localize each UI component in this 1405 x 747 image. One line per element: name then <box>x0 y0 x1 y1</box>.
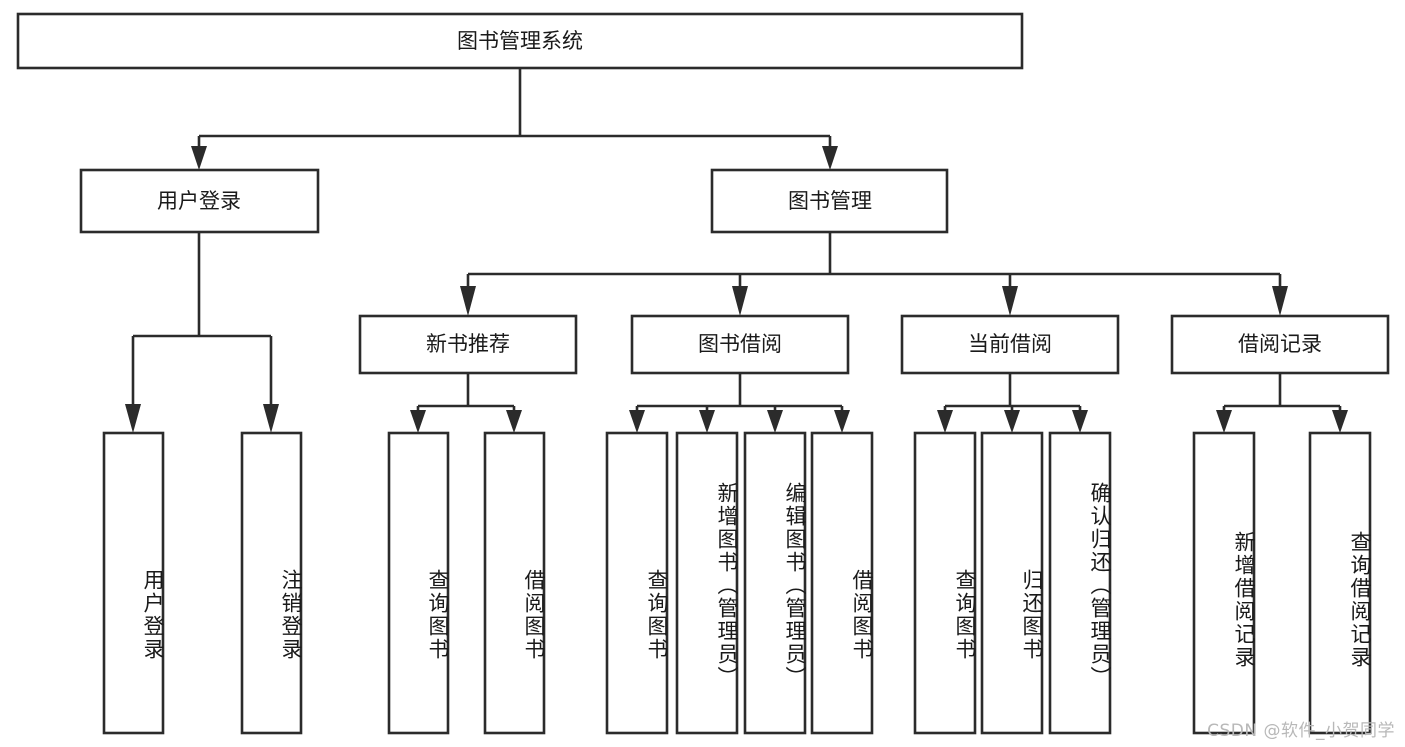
arrow-head-borrow-records <box>1272 286 1288 316</box>
node-current-borrow-label: 当前借阅 <box>968 332 1052 356</box>
node-leaf-nbr-2-box[interactable] <box>483 431 546 735</box>
node-leaf-user-login-1-box[interactable] <box>102 431 165 735</box>
arrow-head-current-borrow <box>1002 286 1018 316</box>
node-leaf-br-1-box[interactable] <box>1192 431 1256 735</box>
node-current-borrow-box[interactable] <box>900 314 1120 375</box>
arrow-head-book-borrow <box>732 286 748 316</box>
node-leaf-br-2-box[interactable] <box>1308 431 1372 735</box>
node-root-label: 图书管理系统 <box>457 29 583 53</box>
node-new-book-recommend-box[interactable] <box>358 314 578 375</box>
node-leaf-bb-4-box[interactable] <box>810 431 874 735</box>
node-new-book-recommend-label: 新书推荐 <box>426 332 510 356</box>
arrow-head-leaf-user-login-2 <box>263 404 279 433</box>
arrow-head-leaf-bb-2 <box>699 410 715 433</box>
node-borrow-records-box[interactable] <box>1170 314 1390 375</box>
arrow-head-leaf-bb-3 <box>767 410 783 433</box>
node-leaf-bb-1-box[interactable] <box>605 431 669 735</box>
arrow-head-leaf-br-1 <box>1216 410 1232 433</box>
node-book-borrow-box[interactable] <box>630 314 850 375</box>
connector-group-book-mgmt <box>460 232 1288 316</box>
node-book-mgmt-box[interactable] <box>710 168 949 234</box>
arrow-head-leaf-bb-4 <box>834 410 850 433</box>
node-leaf-user-login-2-box[interactable] <box>240 431 303 735</box>
node-user-login-label: 用户登录 <box>157 189 241 213</box>
arrow-head-leaf-br-2 <box>1332 410 1348 433</box>
connector-group-current-borrow <box>937 373 1088 433</box>
node-user-login-box[interactable] <box>79 168 320 234</box>
arrow-head-leaf-user-login-1 <box>125 404 141 433</box>
node-borrow-records-label: 借阅记录 <box>1238 332 1322 356</box>
arrow-head-leaf-cb-2 <box>1004 410 1020 433</box>
node-leaf-cb-2-box[interactable] <box>980 431 1044 735</box>
arrow-head-leaf-cb-3 <box>1072 410 1088 433</box>
node-leaf-bb-3-box[interactable] <box>743 431 807 735</box>
arrow-head-leaf-bb-1 <box>629 410 645 433</box>
arrow-head-new-book-recommend <box>460 286 476 316</box>
arrow-head-leaf-cb-1 <box>937 410 953 433</box>
arrow-head-user-login <box>191 146 207 170</box>
node-book-mgmt-label: 图书管理 <box>788 189 872 213</box>
arrow-head-leaf-nbr-1 <box>410 410 426 433</box>
arrow-head-book-mgmt <box>822 146 838 170</box>
node-leaf-bb-2-box[interactable] <box>675 431 739 735</box>
node-leaf-cb-3-box[interactable] <box>1048 431 1112 735</box>
connector-group-book-borrow <box>629 373 850 433</box>
node-book-borrow-label: 图书借阅 <box>698 332 782 356</box>
node-leaf-cb-1-box[interactable] <box>913 431 977 735</box>
node-root-box[interactable] <box>16 12 1024 70</box>
arrow-head-leaf-nbr-2 <box>506 410 522 433</box>
connector-group-root <box>191 68 838 170</box>
connector-group-user-login <box>125 232 279 433</box>
node-leaf-nbr-1-box[interactable] <box>387 431 450 735</box>
connector-group-borrow-records <box>1216 373 1348 433</box>
connector-group-new-book-recommend <box>410 373 522 433</box>
